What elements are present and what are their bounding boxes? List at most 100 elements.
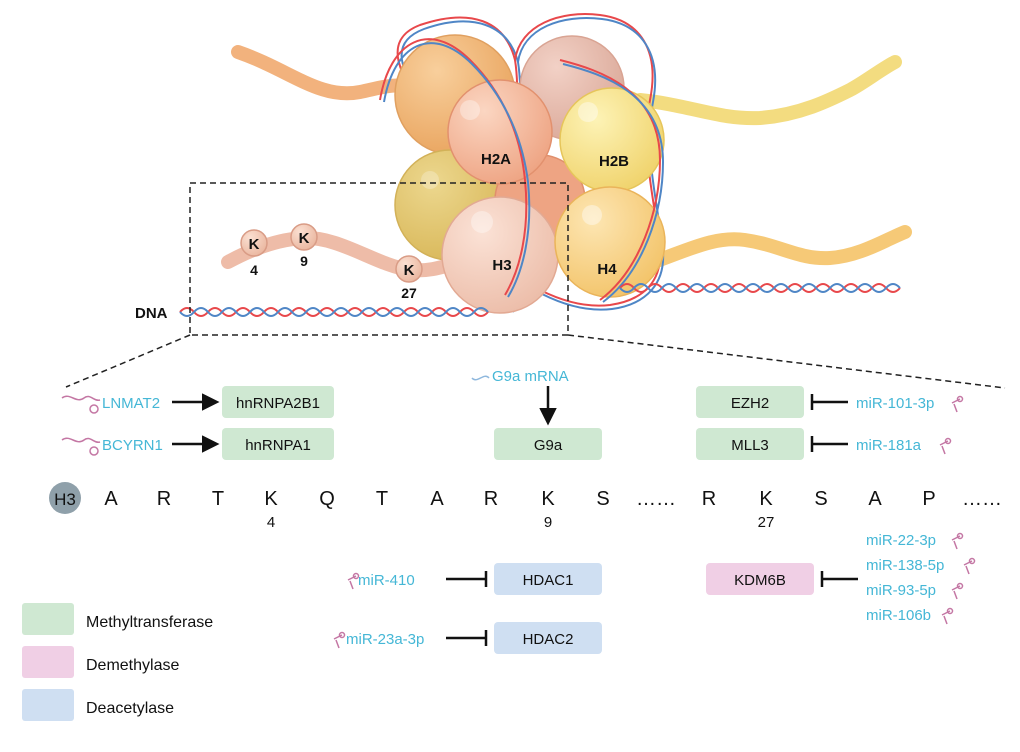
lncrna-hairpin-bcyrn1	[89, 446, 99, 456]
bcyrn1-label: BCYRN1	[102, 437, 163, 454]
hdac1-box	[494, 563, 602, 595]
hdac2-label: HDAC2	[523, 631, 574, 648]
h3-sequence-badge-label: H3	[54, 490, 76, 509]
residue: Q	[319, 488, 335, 510]
mir-106b-label: miR-106b	[866, 607, 931, 624]
inhibit-mir181a-mll3	[810, 436, 848, 452]
lysine-k4-position: 4	[250, 262, 258, 278]
residue: S	[814, 488, 827, 510]
residue-k27: K	[759, 488, 773, 510]
residue: A	[868, 488, 882, 510]
h3-sequence-badge	[49, 482, 81, 514]
legend: Methyltransferase Demethylase Deacetylas…	[22, 603, 213, 721]
mir-93-5p-label: miR-93-5p	[866, 582, 936, 599]
ezh2-label: EZH2	[731, 395, 769, 412]
h3-sphere	[441, 196, 559, 314]
lnmat2-label: LNMAT2	[102, 395, 160, 412]
residue: A	[430, 488, 444, 510]
lysine-k4-bead	[240, 229, 268, 257]
hnrnpa1-label: hnRNPA1	[245, 437, 311, 454]
h2b-sphere	[559, 87, 665, 193]
legend-label-methyltransferase: Methyltransferase	[86, 614, 213, 631]
legend-label-deacetylase: Deacetylase	[86, 700, 174, 717]
zoom-guide-left	[65, 334, 191, 388]
mir-101-3p-label: miR-101-3p	[856, 395, 934, 412]
lncrna-squiggle-bcyrn1	[61, 437, 101, 444]
residue: R	[157, 488, 171, 510]
h2b-label: H2B	[599, 153, 629, 170]
residue: R	[702, 488, 716, 510]
sphere-highlight	[421, 171, 439, 189]
legend-swatch-demethylase	[22, 646, 74, 678]
g9a-box	[494, 428, 602, 460]
h4-label: H4	[597, 261, 617, 278]
h2a-label: H2A	[481, 151, 511, 168]
inhibit-mir101-ezh2	[810, 394, 848, 410]
sphere-highlight	[582, 205, 602, 225]
inhibit-mir23a-hdac2	[446, 630, 488, 646]
sphere-highlight	[460, 100, 480, 120]
lncrna-squiggle-lnmat2	[61, 395, 101, 402]
g9a-label: G9a	[534, 437, 563, 454]
h3-label: H3	[492, 257, 511, 274]
inhibit-mirnas-kdm6b	[820, 571, 858, 587]
ezh2-box	[696, 386, 804, 418]
hdac1-label: HDAC1	[523, 572, 574, 589]
legend-swatch-methyltransferase	[22, 603, 74, 635]
mir-181a-label: miR-181a	[856, 437, 922, 454]
position-27: 27	[758, 514, 775, 531]
kdm6b-label: KDM6B	[734, 572, 786, 589]
mir-410-label: miR-410	[358, 572, 415, 589]
residue-k9: K	[541, 488, 555, 510]
dna-label: DNA	[135, 305, 168, 322]
residue: R	[484, 488, 498, 510]
lysine-k27-letter: K	[404, 262, 415, 279]
lysine-k27-position: 27	[401, 285, 417, 301]
lysine-k27-bead	[395, 255, 423, 283]
hnrnpa1-box	[222, 428, 334, 460]
kdm6b-box	[706, 563, 814, 595]
sphere-highlight	[578, 102, 598, 122]
mir-138-5p-label: miR-138-5p	[866, 557, 944, 574]
rna-regulators: LNMAT2 BCYRN1 G9a mRNA miR-101-3p miR-18…	[61, 368, 976, 649]
sphere-highlight	[471, 211, 493, 233]
lysine-k9-bead	[290, 223, 318, 251]
h4-sphere	[554, 186, 666, 298]
residue: P	[922, 488, 935, 510]
lncrna-hairpin-lnmat2	[89, 404, 99, 414]
mirna-hairpin-icon	[333, 395, 976, 649]
residue: T	[376, 488, 388, 510]
dna-front-strand2	[383, 42, 531, 298]
interaction-arrows	[172, 386, 858, 646]
h3-sequence: H3 A R T K Q T A R K S …… R K S A P …… 4…	[49, 482, 1002, 531]
hnrnpa2b1-box	[222, 386, 334, 418]
residue-ellipsis: ……	[636, 488, 676, 510]
legend-label-demethylase: Demethylase	[86, 657, 179, 674]
legend-swatch-deacetylase	[22, 689, 74, 721]
residue: T	[212, 488, 224, 510]
lysine-k4-letter: K	[249, 236, 260, 253]
hdac2-box	[494, 622, 602, 654]
lysine-k9-position: 9	[300, 253, 308, 269]
enzyme-boxes: hnRNPA2B1 hnRNPA1 G9a EZH2 MLL3 HDAC1 HD…	[222, 386, 814, 654]
dna-front-strand4	[562, 63, 665, 303]
mir-23a-3p-label: miR-23a-3p	[346, 631, 424, 648]
h2a-sphere	[447, 79, 553, 185]
zoom-box	[189, 182, 569, 336]
position-9: 9	[544, 514, 552, 531]
residue: A	[104, 488, 118, 510]
residue-ellipsis: ……	[962, 488, 1002, 510]
histone-tail-right	[633, 55, 902, 126]
zoom-guide-right	[567, 334, 1006, 389]
residue: S	[596, 488, 609, 510]
residue-k4: K	[264, 488, 278, 510]
dna-front-strand3	[559, 59, 662, 301]
hnrnpa2b1-label: hnRNPA2B1	[236, 395, 320, 412]
mll3-label: MLL3	[731, 437, 769, 454]
g9a-mrna-label: G9a mRNA	[492, 368, 569, 385]
lysine-k9-letter: K	[299, 230, 310, 247]
position-4: 4	[267, 514, 275, 531]
nucleosome: K K K 4 9 27 H2A H2B H3 H4 DNA	[65, 13, 1006, 389]
histone-tail-h4	[623, 225, 912, 277]
